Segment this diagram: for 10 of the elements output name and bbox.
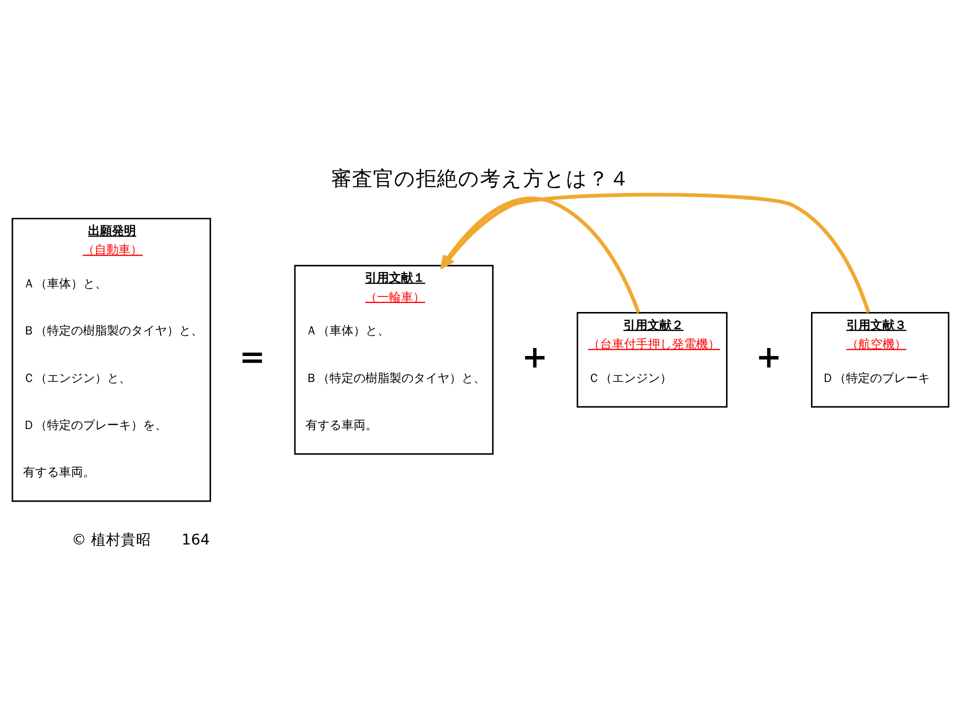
diagram-title: 審査官の拒絶の考え方とは？４: [330, 166, 630, 190]
label: ＝: [234, 336, 270, 377]
node-box: 引用文献３ （航空機） Ｄ（特定のブレーキ: [810, 312, 949, 408]
label: 164: [181, 531, 210, 548]
label: © 植村貴昭: [71, 531, 151, 548]
label: ＋: [516, 336, 552, 377]
label: ＋: [750, 336, 786, 377]
node-box: 引用文献１ （一輪車） Ａ（車体）と、 Ｂ（特定の樹脂製のタイヤ）と、 有する車両。: [294, 264, 494, 455]
node-box: 出願発明 （自動車） Ａ（車体）と、 Ｂ（特定の樹脂製のタイヤ）と、 Ｃ（エンジン）と、 Ｄ（特定のブレーキ）を、 有する車両。: [11, 218, 211, 502]
node-box: 引用文献２ （台車付手押し発電機） Ｃ（エンジン）: [576, 312, 728, 408]
